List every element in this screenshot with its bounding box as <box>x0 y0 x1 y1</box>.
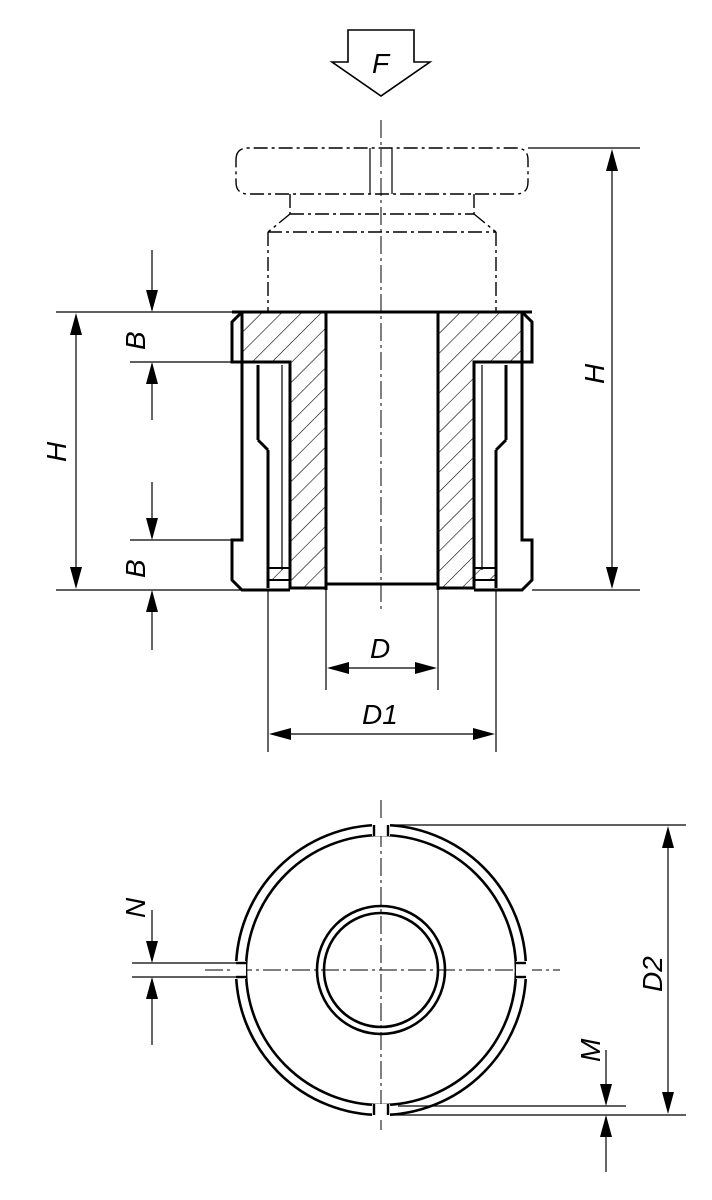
dimension-m: M <box>398 1038 626 1172</box>
section-view <box>230 310 534 592</box>
label-b-top: B <box>120 331 151 350</box>
hatched-right-wall <box>436 310 524 590</box>
dimension-n: N <box>120 897 236 1045</box>
label-n: N <box>120 897 151 918</box>
label-m: M <box>575 1038 606 1062</box>
dimension-d2: D2 <box>390 824 686 1116</box>
hatched-left-wall <box>240 310 328 590</box>
label-height-right: H <box>579 363 610 384</box>
dimension-h-right: H <box>528 147 640 591</box>
label-d1: D1 <box>362 699 398 730</box>
label-d2: D2 <box>637 956 668 992</box>
phantom-clamp <box>235 147 529 312</box>
seal-left <box>267 567 291 581</box>
dimension-d: D <box>325 590 439 690</box>
dimension-h-left: H <box>41 311 242 591</box>
seal-right <box>473 567 497 581</box>
dimension-b-top: B <box>120 250 242 420</box>
label-b-bottom: B <box>120 559 151 578</box>
dimension-d1: D1 <box>267 590 497 752</box>
dimension-b-bottom: B <box>120 482 242 650</box>
label-d: D <box>370 633 390 664</box>
top-view <box>205 800 560 1130</box>
force-arrow: F <box>329 29 433 97</box>
label-height-left: H <box>41 441 72 462</box>
label-force: F <box>372 48 391 79</box>
